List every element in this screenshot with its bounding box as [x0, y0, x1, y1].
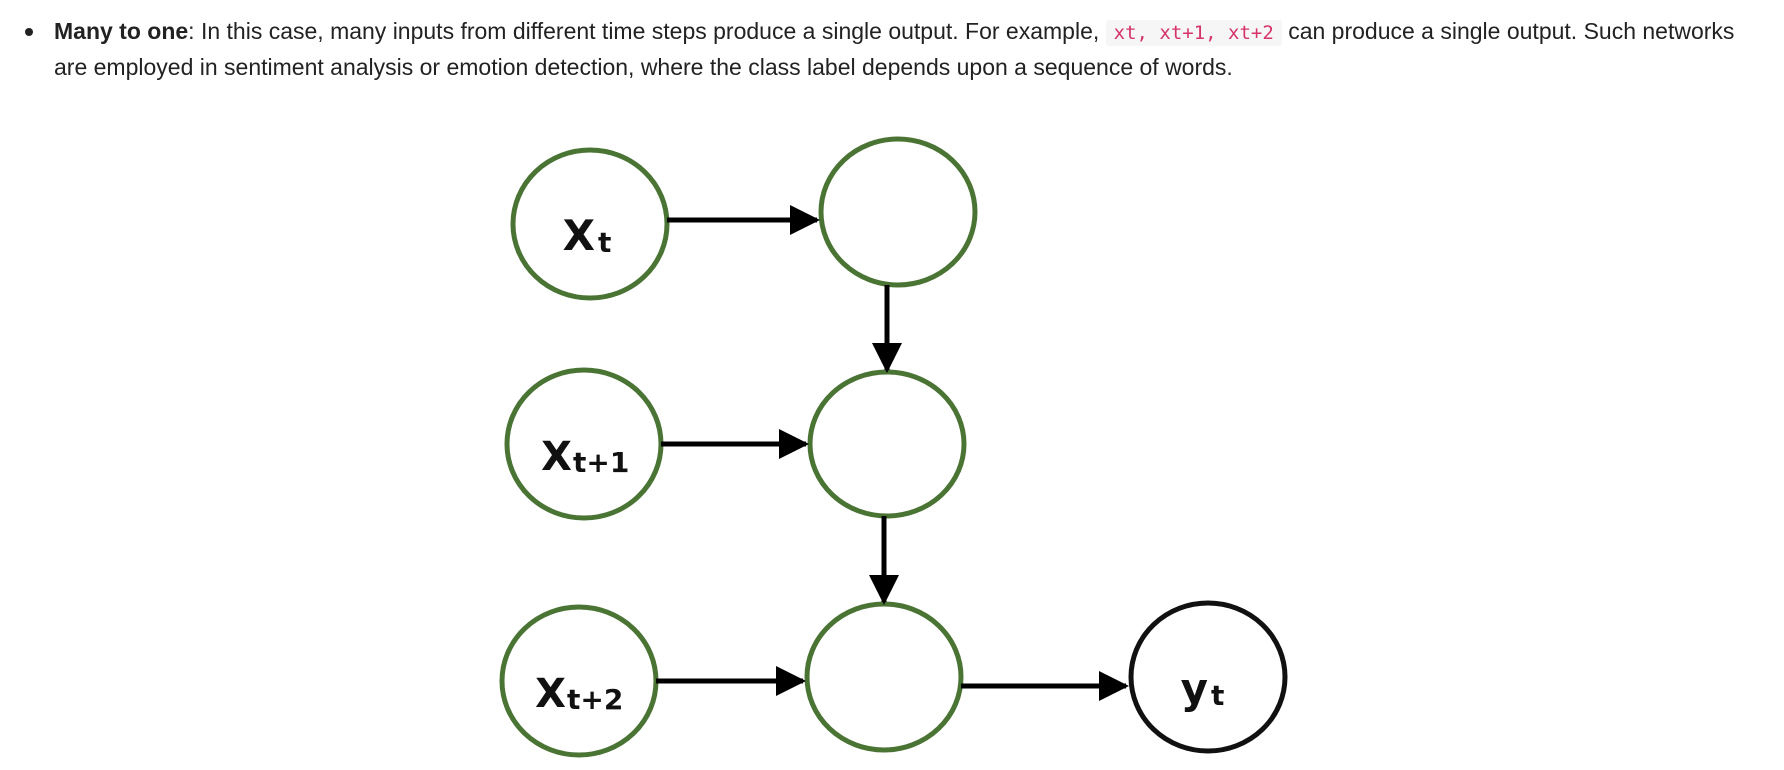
hidden-node-2 [807, 369, 967, 519]
bullet-dot [25, 28, 33, 36]
hidden-node-1 [818, 136, 978, 288]
bullet-text-before-code: : In this case, many inputs from differe… [188, 18, 1106, 44]
hidden-node-3 [804, 601, 964, 753]
input-node-xt2-subscript: t+2 [567, 683, 623, 716]
bullet-text-after-code: can produce a single output. Such networ… [54, 18, 1735, 80]
input-node-xt1-label: X [541, 434, 572, 480]
input-node-xt [510, 147, 670, 301]
input-node-xt2-label: X [535, 671, 566, 717]
inline-code: xt, xt+1, xt+2 [1105, 20, 1282, 46]
output-node-yt-subscript: t [1211, 679, 1224, 712]
output-node-yt [1128, 600, 1288, 754]
bullet-paragraph: Many to one: In this case, many inputs f… [54, 14, 1754, 84]
bullet-term: Many to one [54, 18, 189, 44]
input-node-xt1-subscript: t+1 [573, 446, 629, 479]
output-node-yt-label: y [1181, 664, 1208, 713]
input-node-xt-subscript: t [598, 226, 611, 259]
input-node-xt1 [504, 367, 664, 521]
input-node-xt-label: X [563, 211, 595, 260]
input-node-xt2 [499, 604, 659, 758]
